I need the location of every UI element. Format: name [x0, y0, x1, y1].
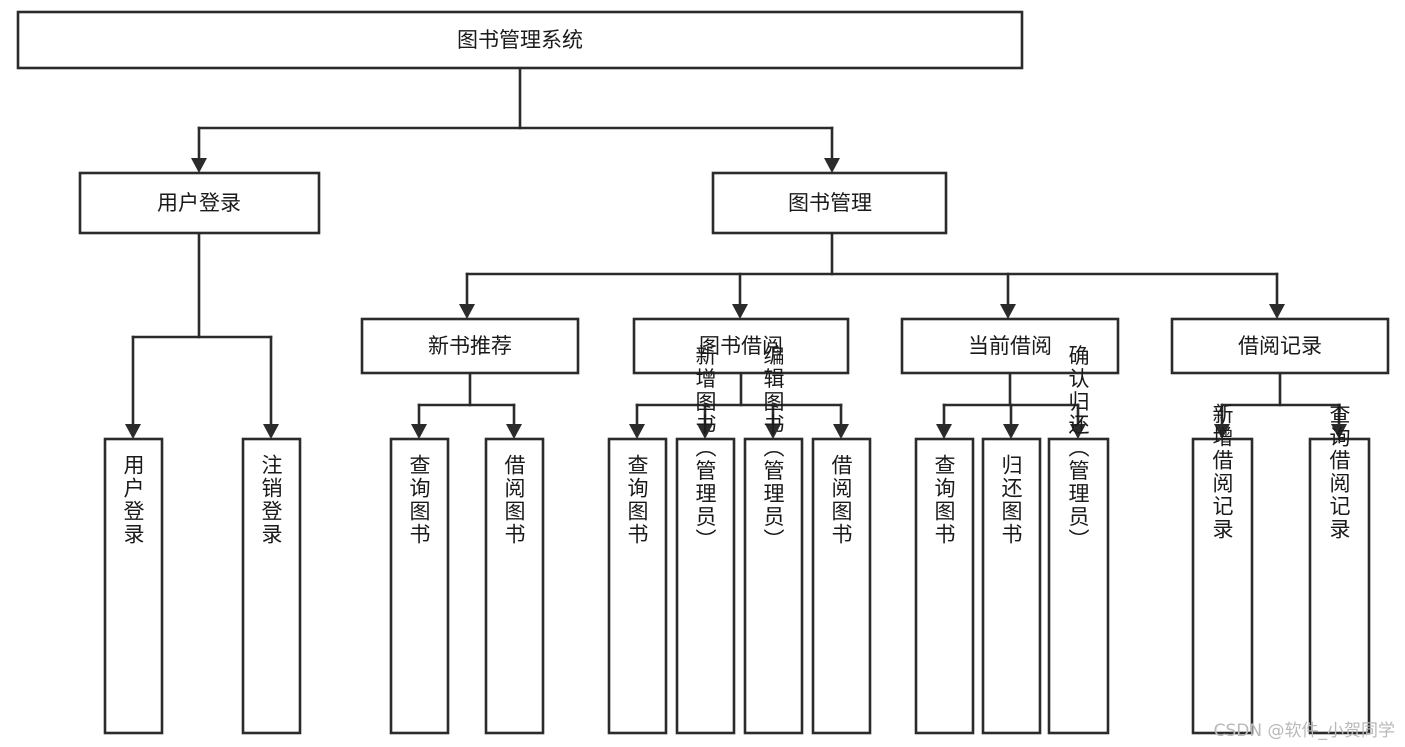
node-book-borrow[interactable]: 图书借阅 — [632, 317, 850, 375]
node-leaf-borrow-book-2-box[interactable] — [811, 437, 872, 735]
node-leaf-return-book-box[interactable] — [981, 437, 1042, 735]
arrow-head-new-book-recommend — [459, 304, 475, 319]
watermark-label: CSDN @软件_小贺同学 — [1213, 721, 1395, 741]
node-leaf-add-record-label: 新增借阅记录 — [1210, 403, 1234, 541]
node-leaf-borrow-book-1[interactable]: 借阅图书 — [484, 437, 545, 735]
arrow-head-leaf-return-book — [1003, 424, 1019, 439]
node-borrow-record-box[interactable] — [1170, 317, 1390, 375]
node-leaf-query-book-2[interactable]: 查询图书 — [607, 437, 668, 735]
node-leaf-query-book-3-label: 查询图书 — [932, 454, 956, 546]
node-leaf-confirm-return-box[interactable] — [1047, 437, 1110, 735]
node-leaf-logout-box[interactable] — [241, 437, 302, 735]
node-leaf-add-book-box[interactable] — [675, 437, 736, 735]
arrow-head-current-borrow — [1000, 304, 1016, 319]
node-leaf-logout[interactable]: 注销登录 — [241, 437, 302, 735]
node-user-login-box[interactable] — [78, 171, 321, 235]
node-root[interactable]: 图书管理系统 — [16, 10, 1024, 70]
node-leaf-edit-book[interactable]: 编辑图书（管理员） — [743, 345, 804, 735]
arrow-head-leaf-query-book-1 — [411, 424, 427, 439]
node-borrow-record-label: 借阅记录 — [1238, 334, 1322, 358]
node-leaf-add-record[interactable]: 新增借阅记录 — [1191, 403, 1254, 735]
node-new-book-recommend-box[interactable] — [360, 317, 580, 375]
node-leaf-query-record-box[interactable] — [1308, 437, 1371, 735]
node-current-borrow[interactable]: 当前借阅 — [900, 317, 1120, 375]
arrow-head-borrow-record — [1269, 304, 1285, 319]
node-leaf-borrow-book-2[interactable]: 借阅图书 — [811, 437, 872, 735]
node-book-management-box[interactable] — [711, 171, 948, 235]
arrow-head-leaf-user-login — [125, 424, 141, 439]
node-leaf-confirm-return[interactable]: 确认归还（管理员） — [1047, 345, 1110, 735]
node-leaf-return-book-label: 归还图书 — [999, 454, 1023, 546]
node-leaf-borrow-book-1-box[interactable] — [484, 437, 545, 735]
node-leaf-edit-book-box[interactable] — [743, 437, 804, 735]
arrow-head-leaf-add-record — [1214, 424, 1230, 439]
node-leaf-borrow-book-1-label: 借阅图书 — [502, 454, 526, 546]
node-leaf-user-login[interactable]: 用户登录 — [103, 437, 164, 735]
node-leaf-query-book-3-box[interactable] — [914, 437, 975, 735]
node-new-book-recommend-label: 新书推荐 — [428, 334, 512, 358]
node-leaf-return-book[interactable]: 归还图书 — [981, 437, 1042, 735]
arrow-head-leaf-add-book — [697, 424, 713, 439]
arrow-head-book-borrow — [732, 304, 748, 319]
arrow-head-leaf-confirm-return — [1070, 424, 1086, 439]
node-book-management-label: 图书管理 — [788, 191, 872, 215]
arrow-head-leaf-logout — [263, 424, 279, 439]
arrow-head-leaf-borrow-book-1 — [506, 424, 522, 439]
node-leaf-add-record-box[interactable] — [1191, 437, 1254, 735]
arrow-head-leaf-borrow-book-2 — [833, 424, 849, 439]
arrow-head-user-login — [191, 158, 207, 173]
arrow-head-book-management — [824, 158, 840, 173]
connector-layer — [125, 66, 1347, 439]
arrow-head-leaf-edit-book — [765, 424, 781, 439]
node-book-borrow-box[interactable] — [632, 317, 850, 375]
node-leaf-query-book-1[interactable]: 查询图书 — [389, 437, 450, 735]
node-leaf-user-login-box[interactable] — [103, 437, 164, 735]
node-root-box[interactable] — [16, 10, 1024, 70]
node-user-login-label: 用户登录 — [157, 191, 241, 215]
node-root-label: 图书管理系统 — [457, 28, 583, 52]
node-leaf-query-book-1-box[interactable] — [389, 437, 450, 735]
node-leaf-query-book-3[interactable]: 查询图书 — [914, 437, 975, 735]
node-leaf-logout-label: 注销登录 — [259, 454, 283, 546]
node-borrow-record[interactable]: 借阅记录 — [1170, 317, 1390, 375]
node-leaf-query-book-2-label: 查询图书 — [625, 454, 649, 546]
node-new-book-recommend[interactable]: 新书推荐 — [360, 317, 580, 375]
node-leaf-query-record[interactable]: 查询借阅记录 — [1308, 403, 1371, 735]
arrow-head-leaf-query-record — [1331, 424, 1347, 439]
node-leaf-add-book[interactable]: 新增图书（管理员） — [675, 345, 736, 735]
arrow-head-leaf-query-book-3 — [936, 424, 952, 439]
node-leaf-query-book-2-box[interactable] — [607, 437, 668, 735]
node-user-login[interactable]: 用户登录 — [78, 171, 321, 235]
node-current-borrow-label: 当前借阅 — [968, 334, 1052, 358]
node-leaf-borrow-book-2-label: 借阅图书 — [829, 454, 853, 546]
node-leaf-query-book-1-label: 查询图书 — [407, 454, 431, 546]
node-leaf-user-login-label: 用户登录 — [121, 454, 145, 546]
node-leaf-edit-book-label: 编辑图书（管理员） — [761, 345, 785, 552]
node-leaf-query-record-label: 查询借阅记录 — [1327, 403, 1351, 541]
node-leaf-add-book-label: 新增图书（管理员） — [693, 345, 717, 552]
node-book-borrow-label: 图书借阅 — [699, 334, 783, 358]
arrow-head-leaf-query-book-2 — [629, 424, 645, 439]
node-leaf-confirm-return-label: 确认归还（管理员） — [1066, 345, 1090, 552]
node-book-management[interactable]: 图书管理 — [711, 171, 948, 235]
node-current-borrow-box[interactable] — [900, 317, 1120, 375]
